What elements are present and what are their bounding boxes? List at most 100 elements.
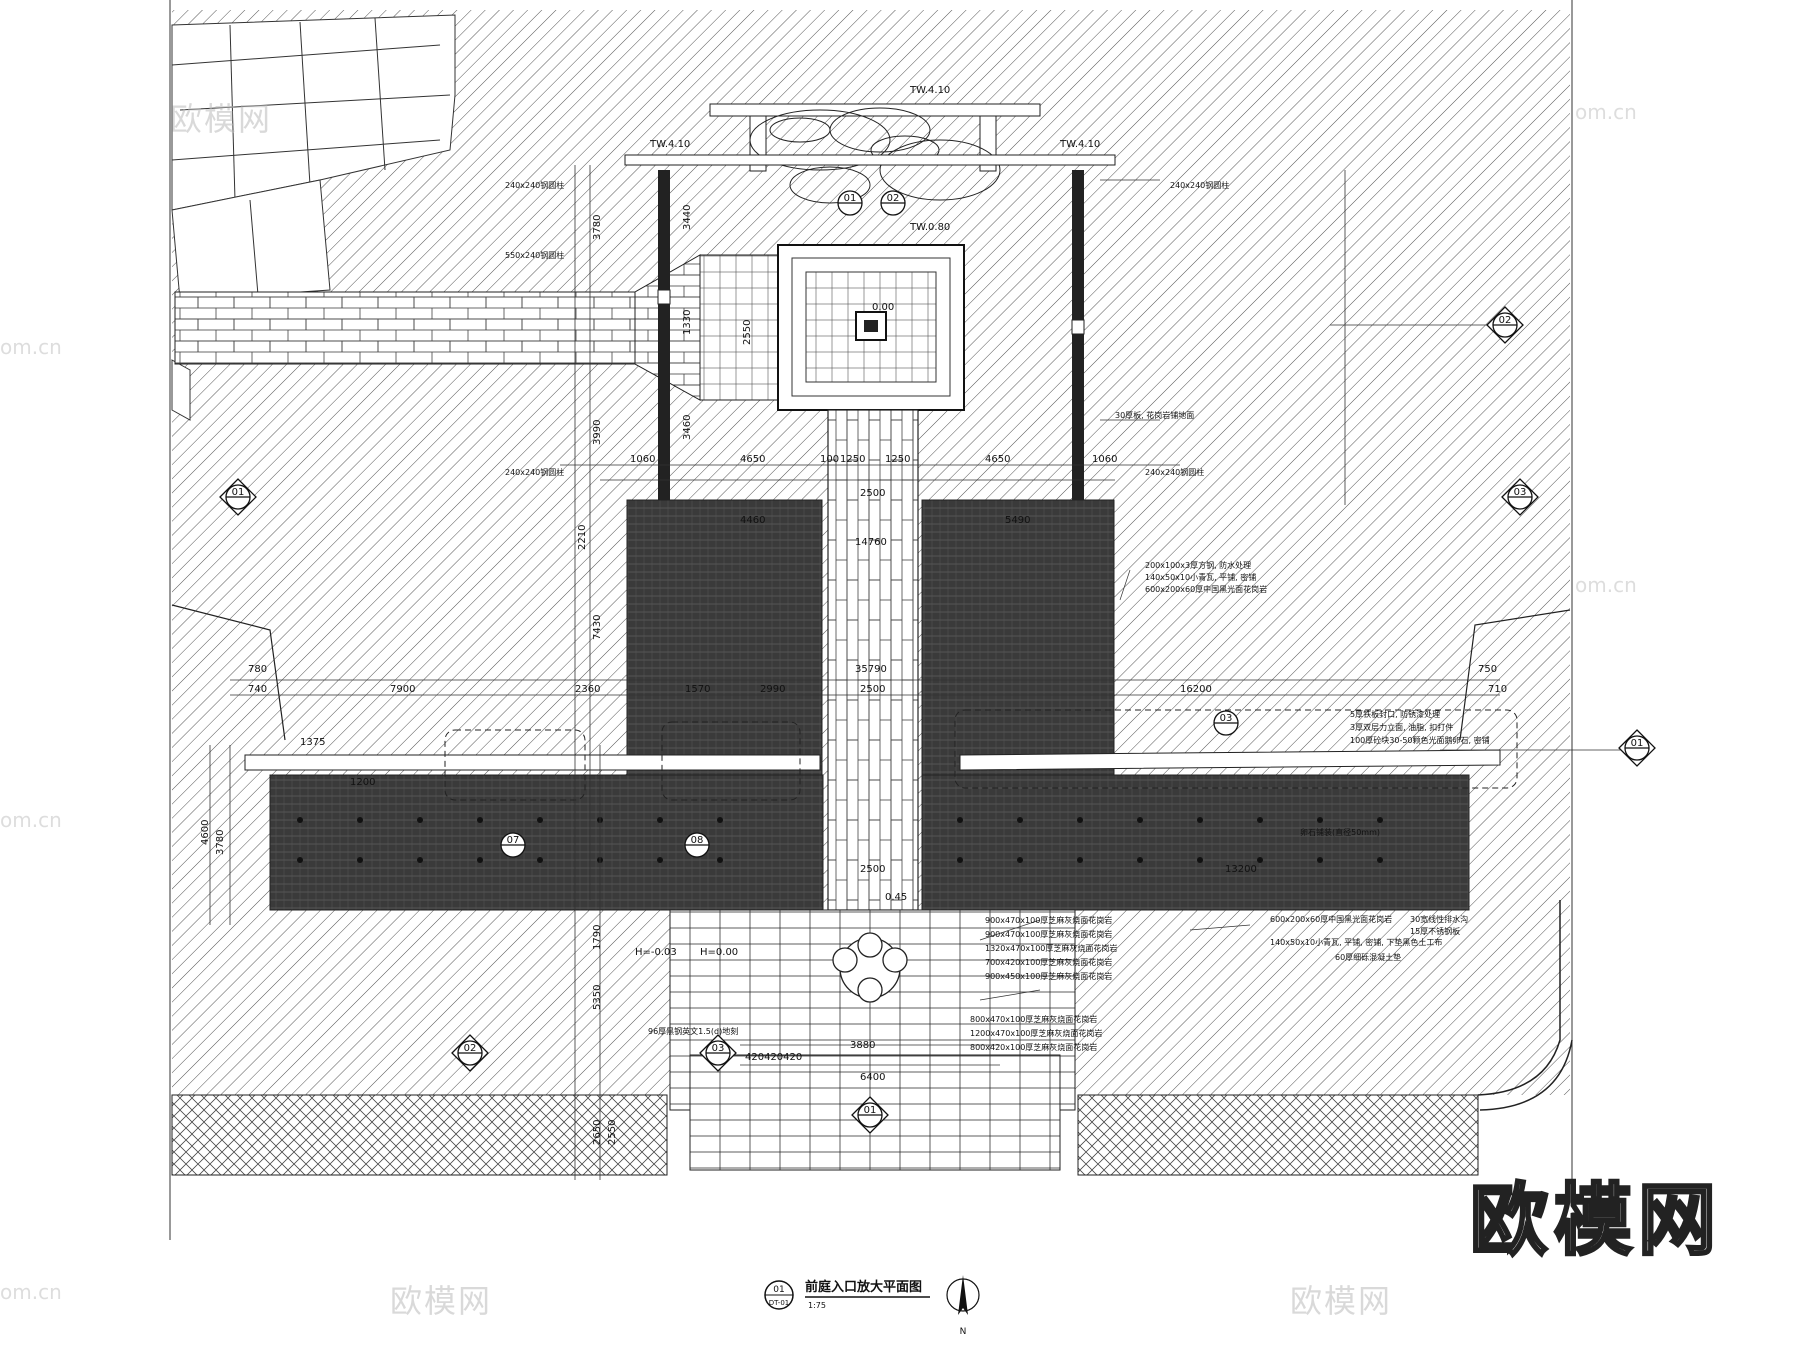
plan-label: 0.00	[872, 302, 894, 313]
herringbone-left	[171, 1094, 668, 1176]
plan-label: 900x450x100厚芝麻灰烧面花岗岩	[985, 971, 1112, 981]
plan-label: 01	[864, 1105, 877, 1116]
watermark-brand: 欧模网	[390, 1282, 493, 1320]
plan-label: 2550	[607, 1120, 618, 1145]
plan-label: 900x470x100厚芝麻灰烧面花岗岩	[985, 915, 1112, 925]
plan-label: 700x420x100厚芝麻灰烧面花岗岩	[985, 957, 1112, 967]
watermark-brand: 欧模网	[1290, 1282, 1393, 1320]
plan-label: 3460	[682, 415, 693, 440]
plan-label: 240x240钢圆柱	[505, 180, 564, 190]
plan-label: 2360	[575, 684, 600, 695]
plan-label: 01	[1631, 738, 1644, 749]
plan-label: 3990	[592, 420, 603, 445]
plan-label: 240x240钢圆柱	[1170, 180, 1229, 190]
vertical-dimension-labels: 3780 3990 2210 7430 5350 2650 2550 1790 …	[200, 205, 753, 1145]
watermark-site: om.cn	[0, 1280, 62, 1304]
watermark-site: om.cn	[0, 808, 62, 832]
plan-label: 03	[712, 1043, 725, 1054]
central-spine	[827, 409, 919, 911]
top-beam	[709, 103, 1041, 117]
dark-paving-upper-right	[921, 499, 1115, 776]
plan-label: 710	[1488, 684, 1507, 695]
watermark-site: om.cn	[1575, 100, 1637, 124]
plan-label: TW.4.10	[1059, 139, 1100, 150]
plan-label: 1375	[300, 737, 325, 748]
plan-label: 800x470x100厚芝麻灰烧面花岗岩	[970, 1014, 1097, 1024]
brand-logo: 欧模网	[1468, 1175, 1723, 1268]
plan-label: 5350	[592, 985, 603, 1010]
plan-label: 7430	[592, 615, 603, 640]
plan-label: 03	[1220, 713, 1233, 724]
drawing-scale: 1:75	[808, 1301, 826, 1310]
plan-label: H=-0.03	[635, 947, 677, 958]
plan-label: 03	[1514, 487, 1527, 498]
plan-label: 卵石铺装(直径50mm)	[1300, 827, 1380, 837]
section-markers	[219, 190, 1656, 1134]
column-left	[658, 170, 670, 505]
plan-label: 1330	[682, 310, 693, 335]
plan-label: 4650	[740, 454, 765, 465]
plan-label: 1250	[840, 454, 865, 465]
left-walkway	[174, 291, 641, 365]
plan-label: 30厚板, 花岗岩铺地面	[1115, 410, 1194, 420]
plan-label: 100	[820, 454, 839, 465]
dark-paving-upper-left	[626, 499, 823, 776]
plan-label: 02	[464, 1043, 477, 1054]
plan-label: 750	[1478, 664, 1497, 675]
plan-label: 2550	[742, 320, 753, 345]
plan-label: 01	[844, 193, 857, 204]
plan-label: 2500	[860, 864, 885, 875]
plan-label: 5厚铁板封口, 防锈漆处理	[1350, 709, 1440, 719]
plan-label: 1790	[592, 925, 603, 950]
plan-label: 420420420	[745, 1052, 802, 1063]
dimension-labels: TW.4.10 TW.4.10 TW.4.10 240x240钢圆柱 550x2…	[248, 85, 1507, 1083]
plan-label: 240x240钢圆柱	[505, 467, 564, 477]
plaza-tree	[832, 932, 908, 1003]
plan-label: H=0.00	[700, 947, 738, 958]
plan-label: 140x50x10小青瓦, 平铺, 密铺, 下垫黑色土工布	[1270, 937, 1442, 947]
plan-label: 4600	[200, 820, 211, 845]
plan-label: 3440	[682, 205, 693, 230]
plan-label: 2210	[577, 525, 588, 550]
plan-label: 07	[507, 835, 520, 846]
plan-label: 4650	[985, 454, 1010, 465]
plan-label: 2500	[860, 488, 885, 499]
plan-label: 780	[248, 664, 267, 675]
plan-label: 200x100x3厚方钢, 防水处理	[1145, 560, 1251, 570]
plan-label: 740	[248, 684, 267, 695]
plan-label: 02	[887, 193, 900, 204]
plan-label: N	[960, 1327, 967, 1337]
central-pavilion	[777, 244, 965, 411]
plan-label: 1250	[885, 454, 910, 465]
plan-label: 08	[691, 835, 704, 846]
plan-label: 900x470x100厚芝麻灰烧面花岗岩	[985, 929, 1112, 939]
plan-label: 01	[232, 487, 245, 498]
plan-label: 1200x470x100厚芝麻灰烧面花岗岩	[970, 1028, 1102, 1038]
plan-label: 140x50x10小青瓦, 平铺, 密铺	[1145, 572, 1256, 582]
plan-label: 0.45	[885, 892, 907, 903]
plan-label: 3780	[592, 215, 603, 240]
plan-label: 3880	[850, 1040, 875, 1051]
drawing-title: 前庭入口放大平面图	[805, 1279, 922, 1295]
plan-label: 3780	[215, 830, 226, 855]
plan-label: 3厚双层力立面, 油脂, 扣打件	[1350, 722, 1453, 732]
watermark-site: om.cn	[0, 335, 62, 359]
plan-label: 35790	[855, 664, 887, 675]
plan-label: 01	[773, 1285, 784, 1295]
plan-label: TW.4.10	[649, 139, 690, 150]
drawing-title-block: 01 DT-01 前庭入口放大平面图 1:75 N	[764, 1275, 980, 1337]
watermark-brand: 欧模网	[170, 100, 273, 138]
plan-label: 550x240钢圆柱	[505, 250, 564, 260]
column-right	[1072, 170, 1084, 505]
plan-label: 02	[1499, 315, 1512, 326]
plan-label: 4460	[740, 515, 765, 526]
plan-label: 13200	[1225, 864, 1257, 875]
plan-label: TW.0.80	[909, 222, 950, 233]
plan-label: 60厚细砾混凝土垫	[1335, 952, 1401, 962]
plan-label: 100厚砼块30-50颗色光面鹅卵石, 密铺	[1350, 735, 1490, 745]
plan-label: 2990	[760, 684, 785, 695]
plan-label: 14760	[855, 537, 887, 548]
plan-label: 96厚黑钢英文1.5(d)地刻	[648, 1026, 738, 1036]
plan-label: 2500	[860, 684, 885, 695]
